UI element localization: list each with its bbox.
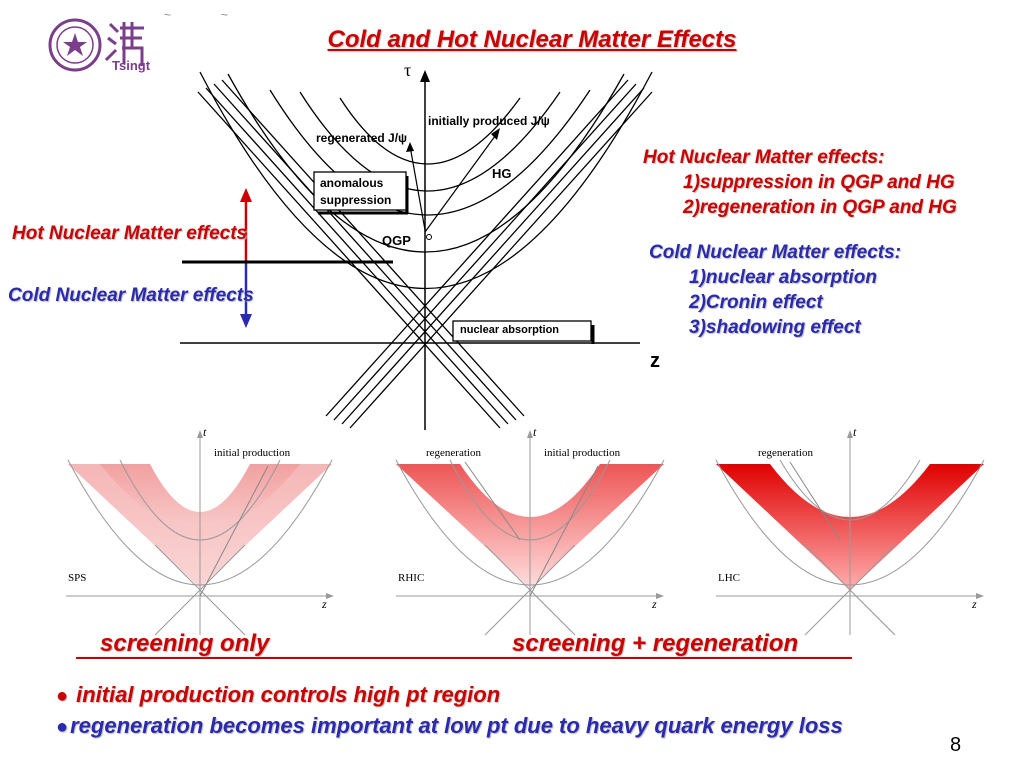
cold-effect-item: 1)nuclear absorption [689, 267, 877, 288]
regenerated-label: regenerated J/ψ [316, 131, 408, 145]
lhc-z-label: z [972, 597, 977, 611]
bullet-dot-icon: ● [56, 685, 69, 707]
panel-rhic [395, 430, 665, 636]
anomalous-suppression-box [313, 171, 407, 211]
nuclear-absorption-box [452, 320, 592, 342]
bullet-text: regeneration becomes important at low pt… [70, 713, 843, 738]
regenerated-arrow [409, 145, 426, 231]
caption-screening-only: screening only [100, 630, 270, 657]
caption-screening-regeneration: screening + regeneration [512, 630, 799, 657]
university-logo: Tsingt [48, 14, 158, 76]
cold-effect-item: 3)shadowing effect [689, 317, 861, 338]
hot-effect-item: 1)suppression in QGP and HG [683, 172, 955, 193]
panels-svg [66, 430, 985, 636]
nuclear-absorption-label: nuclear absorption [460, 324, 560, 336]
bullet-item: ●regeneration becomes important at low p… [56, 713, 843, 739]
bullet-dot-icon: ● [56, 716, 69, 738]
hot-effects-heading: Hot Nuclear Matter effects: [643, 147, 885, 168]
tau-arrow-icon [420, 70, 430, 82]
rhic-t-label: t [533, 425, 537, 439]
panel-sps [66, 430, 334, 636]
sps-name-label: SPS [68, 572, 87, 584]
page-number: 8 [950, 734, 962, 756]
caption-underline [76, 657, 852, 659]
bullet-text: initial production controls high pt regi… [76, 682, 501, 707]
cold-effects-list: Cold Nuclear Matter effects: 1)nuclear a… [649, 240, 901, 340]
hot-nuclear-matter-label: Hot Nuclear Matter effects [12, 223, 248, 244]
panel-lhc [715, 430, 985, 636]
slide-title: Cold and Hot Nuclear Matter Effects [327, 26, 737, 53]
main-spacetime-diagram [180, 70, 653, 430]
cold-effect-item: 2)Cronin effect [689, 292, 823, 313]
initially-produced-label: initially produced J/ψ [428, 114, 550, 128]
decor-marks: ~ ~ [164, 8, 229, 22]
tau-axis-label: τ [404, 60, 412, 80]
z-axis-label: z [650, 350, 660, 372]
lhc-name-label: LHC [718, 572, 740, 584]
hot-effects-list: Hot Nuclear Matter effects: 1)suppressio… [643, 145, 957, 220]
hg-label: HG [492, 166, 512, 181]
hot-effect-item: 2)regeneration in QGP and HG [683, 197, 957, 218]
cold-effects-heading: Cold Nuclear Matter effects: [649, 242, 901, 263]
lhc-regeneration-label: regeneration [758, 447, 813, 459]
rhic-regeneration-label: regeneration [426, 447, 481, 459]
sps-t-label: t [203, 425, 207, 439]
rhic-name-label: RHIC [398, 572, 425, 584]
anomalous-label: anomalous [320, 176, 384, 190]
suppression-label-2: suppression [320, 193, 392, 207]
logo-seal-icon [48, 18, 144, 72]
initial-production-arrow [424, 131, 499, 233]
sps-z-label: z [322, 597, 327, 611]
cold-nuclear-matter-label: Cold Nuclear Matter effects [8, 285, 254, 306]
sps-initial-production-label: initial production [214, 447, 291, 459]
qgp-label: QGP [382, 233, 411, 248]
rhic-z-label: z [652, 597, 657, 611]
logo-text: Tsingt [112, 58, 151, 73]
bullet-item: ● initial production controls high pt reg… [56, 682, 500, 708]
rhic-initial-production-label: initial production [544, 447, 621, 459]
lhc-t-label: t [853, 425, 857, 439]
